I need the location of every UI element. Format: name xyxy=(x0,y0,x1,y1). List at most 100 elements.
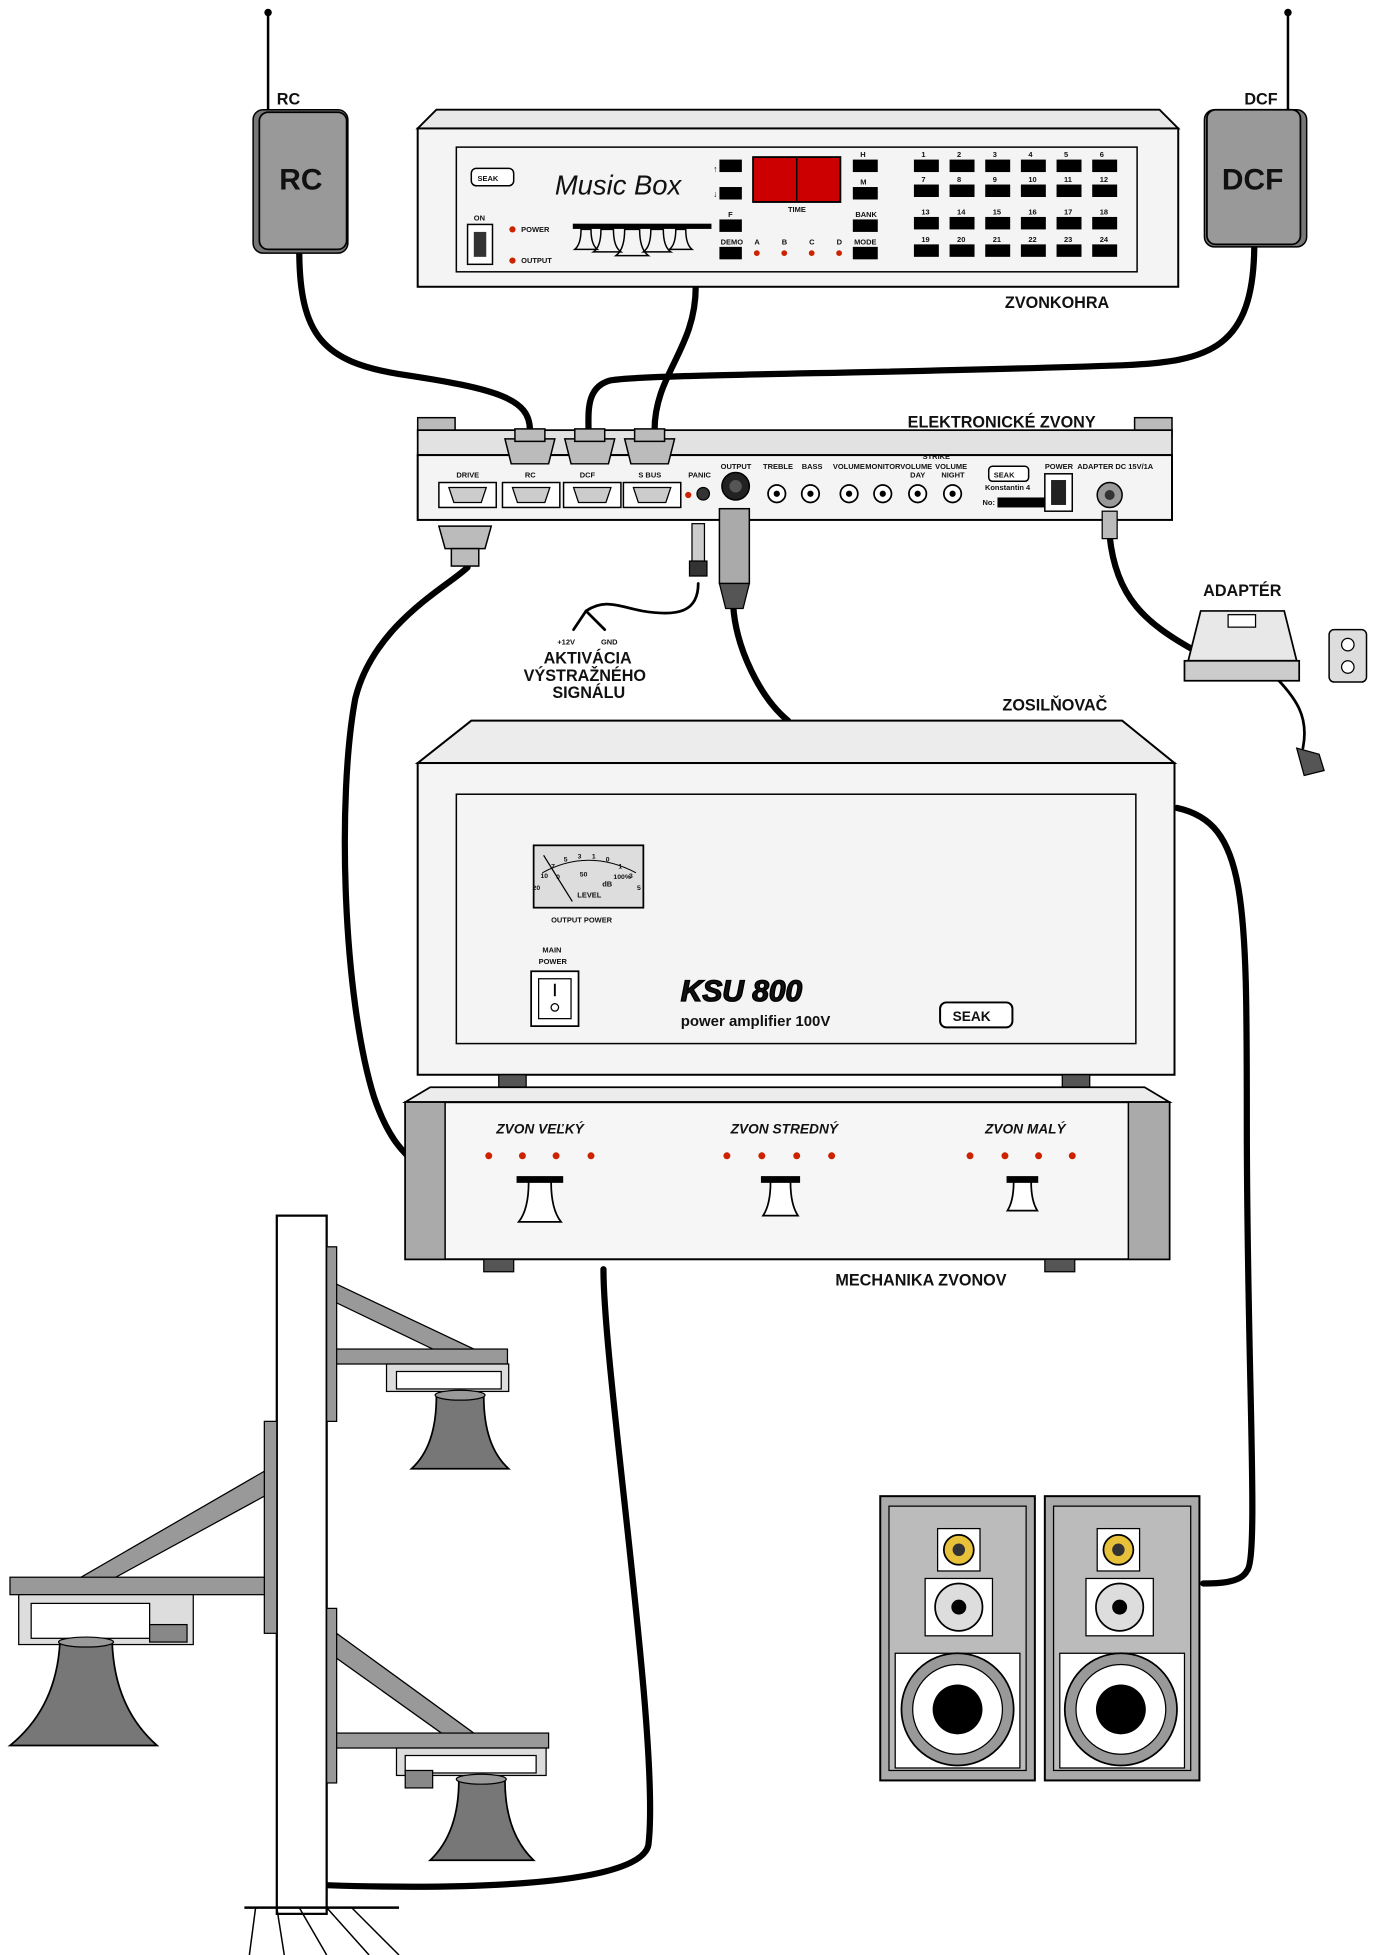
keypad-button[interactable] xyxy=(1056,216,1082,230)
cable-panic-split xyxy=(584,609,607,632)
keypad-number: 2 xyxy=(957,150,961,159)
sbus-port[interactable] xyxy=(622,481,682,509)
bell-tower xyxy=(7,1214,550,1955)
meter-scale-top-label: 20 xyxy=(533,885,541,892)
volume-night-label-2: NIGHT xyxy=(941,471,965,480)
music-box-bank-label: BANK xyxy=(855,210,877,219)
controller-power-label: POWER xyxy=(1045,462,1074,471)
mechanics-caption: MECHANIKA ZVONOV xyxy=(835,1271,1006,1289)
keypad-button[interactable] xyxy=(913,244,939,257)
rc-tag-label: RC xyxy=(277,91,301,109)
keypad-number: 19 xyxy=(921,235,929,244)
dcf-tag-label: DCF xyxy=(1244,91,1277,109)
music-box-brand: SEAK xyxy=(478,174,499,183)
music-box-f-button[interactable] xyxy=(719,219,742,232)
meter-db: dB xyxy=(602,879,613,888)
volume-night-label-1: VOLUME xyxy=(935,462,967,471)
rc-module: RC RC xyxy=(252,8,349,254)
music-box-caption: ZVONKOHRA xyxy=(1005,294,1110,312)
music-box-up-button[interactable] xyxy=(719,159,742,173)
music-box-bank-button[interactable] xyxy=(852,219,878,232)
controller-bottom-plugs xyxy=(437,507,1118,610)
keypad-button[interactable] xyxy=(1092,244,1118,257)
keypad-button[interactable] xyxy=(985,244,1011,257)
main-power-label-1: MAIN xyxy=(542,946,561,955)
keypad-button[interactable] xyxy=(1092,159,1118,173)
cable-dcf xyxy=(585,240,1258,434)
amplifier-body xyxy=(416,762,1176,1076)
cable-output xyxy=(730,601,792,724)
amplifier-caption: ZOSILŇOVAČ xyxy=(1002,696,1107,715)
cable-mains xyxy=(1270,671,1306,750)
keypad-number: 21 xyxy=(993,235,1001,244)
music-box-down-button[interactable] xyxy=(719,187,742,200)
keypad-button[interactable] xyxy=(1056,159,1082,173)
keypad-button[interactable] xyxy=(949,159,975,173)
port-label-drive: DRIVE xyxy=(456,471,479,480)
keypad-button[interactable] xyxy=(949,244,975,257)
music-box-h-button[interactable] xyxy=(852,159,878,173)
keypad-number: 14 xyxy=(957,207,966,216)
keypad-number: 22 xyxy=(1028,235,1036,244)
svg-text:↓: ↓ xyxy=(713,189,717,199)
music-box-mode-button[interactable] xyxy=(852,246,878,260)
output-label: OUTPUT xyxy=(721,462,752,471)
bell-label-large: ZVON VEĽKÝ xyxy=(495,1120,585,1136)
meter-scale-top-label: 3 xyxy=(629,873,633,880)
meter-scale-top-label: 5 xyxy=(637,885,641,892)
music-box-on-switch[interactable] xyxy=(466,223,494,266)
music-box-m-label: M xyxy=(860,178,866,187)
bell-label-medium: ZVON STREDNÝ xyxy=(730,1120,840,1136)
meter-caption: OUTPUT POWER xyxy=(551,916,613,925)
controller-dsub-ports xyxy=(438,481,682,509)
cable-drive xyxy=(341,564,471,1163)
keypad-button[interactable] xyxy=(913,216,939,230)
strike-label: STRIKE xyxy=(923,452,950,461)
speaker-right xyxy=(1043,1495,1201,1782)
keypad-number: 9 xyxy=(993,175,997,184)
keypad-button[interactable] xyxy=(913,159,939,173)
keypad-button[interactable] xyxy=(949,184,975,197)
rc-body-label: RC xyxy=(279,164,322,197)
cable-adapter xyxy=(1106,533,1194,652)
keypad-button[interactable] xyxy=(913,184,939,197)
keypad-button[interactable] xyxy=(985,184,1011,197)
keypad-number: 7 xyxy=(921,175,925,184)
controller-brand: SEAK xyxy=(994,471,1015,480)
keypad-button[interactable] xyxy=(1056,184,1082,197)
port-label-rc: RC xyxy=(525,471,536,480)
music-box-f-label: F xyxy=(728,210,733,219)
keypad-button[interactable] xyxy=(1092,216,1118,230)
panic-label: PANIC xyxy=(688,471,711,480)
keypad-button[interactable] xyxy=(1020,159,1046,173)
amplifier-subtitle: power amplifier 100V xyxy=(681,1013,831,1030)
music-box-demo-button[interactable] xyxy=(719,246,742,260)
keypad-button[interactable] xyxy=(949,216,975,230)
rc-box xyxy=(258,111,348,251)
bass-label: BASS xyxy=(802,462,823,471)
music-box-brand-badge xyxy=(470,167,515,187)
alarm-line-1: AKTIVÁCIA xyxy=(544,648,632,667)
alarm-line-3: SIGNÁLU xyxy=(552,683,625,702)
alarm-signal-label: +12V GND AKTIVÁCIA VÝSTRAŽNÉHO SIGNÁLU xyxy=(524,638,646,703)
music-box-bells-icon xyxy=(572,223,712,257)
adapter-caption: ADAPTÉR xyxy=(1203,581,1282,600)
keypad-button[interactable] xyxy=(1020,184,1046,197)
keypad-number: 11 xyxy=(1064,175,1072,184)
keypad-button[interactable] xyxy=(1020,216,1046,230)
panic-jack[interactable] xyxy=(696,486,711,501)
keypad-button[interactable] xyxy=(1056,244,1082,257)
keypad-button[interactable] xyxy=(985,216,1011,230)
cable-panic xyxy=(572,582,700,632)
dcf-box xyxy=(1206,108,1302,246)
keypad-button[interactable] xyxy=(985,159,1011,173)
controller-adapter-label: ADAPTER DC 15V/1A xyxy=(1077,462,1154,471)
controller-serial-label: No: xyxy=(982,498,994,507)
keypad-button[interactable] xyxy=(1020,244,1046,257)
keypad-button[interactable] xyxy=(1092,184,1118,197)
meter-scale-top-label: 1 xyxy=(592,853,596,860)
music-box-body xyxy=(416,127,1180,288)
volume-day-label-2: DAY xyxy=(910,471,925,480)
keypad-number: 24 xyxy=(1100,235,1109,244)
music-box-m-button[interactable] xyxy=(852,187,878,200)
